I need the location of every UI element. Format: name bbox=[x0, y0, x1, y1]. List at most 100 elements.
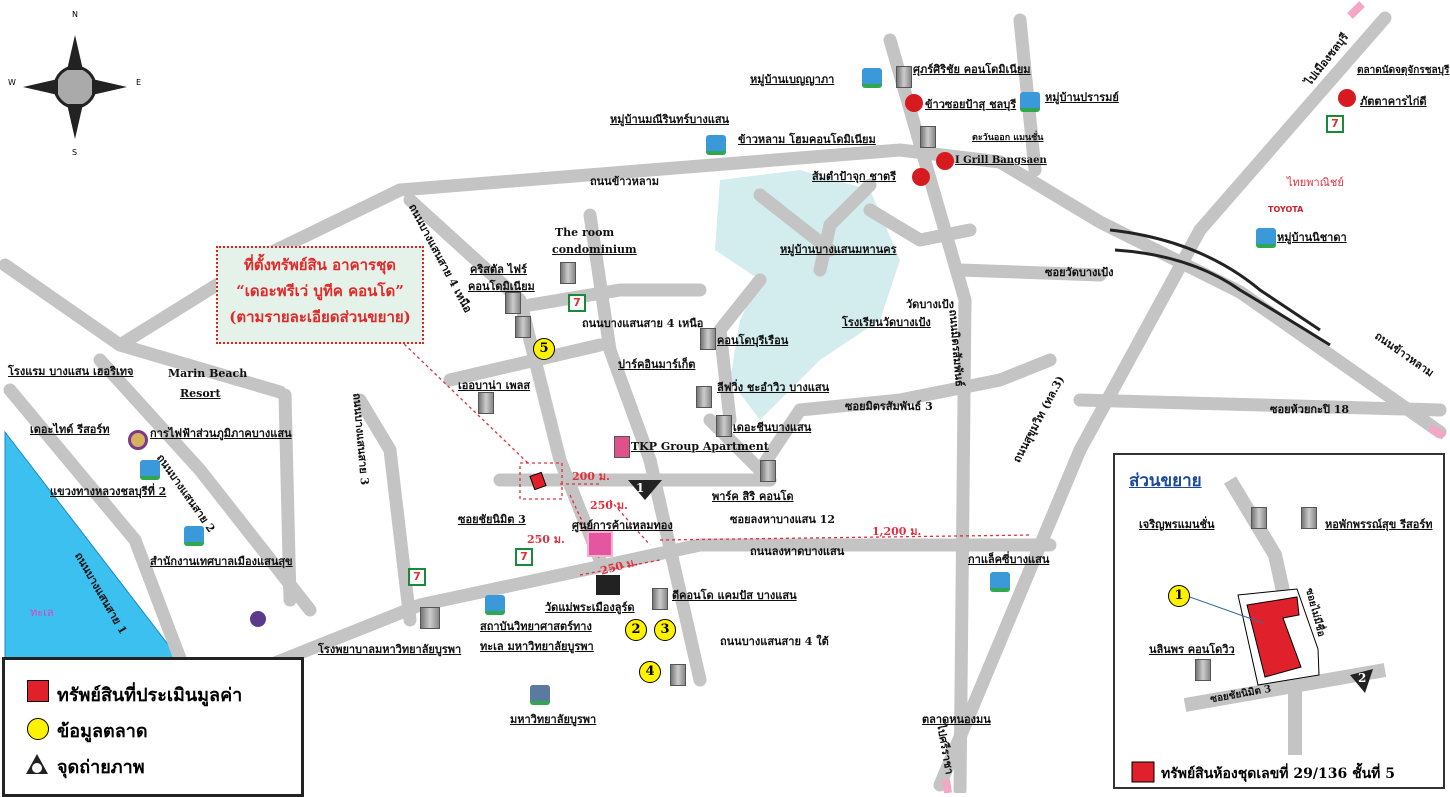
place-wat-mae: วัดแม่พระเมืองลูร์ด bbox=[545, 601, 635, 614]
place-d-condo: ดีคอนโด แคมปัส บางแสน bbox=[672, 589, 797, 602]
inset-enlargement: ส่วนขยาย เจริญพรแมนชั่น หอพักพรรณ์สุข รี… bbox=[1113, 453, 1445, 789]
distance-label: 250 ม. bbox=[527, 533, 565, 546]
road-long-hat: ถนนลงหาดบางแสน bbox=[750, 545, 845, 558]
place-crystal-1: คริสตัล ไฟร์ bbox=[470, 263, 527, 276]
government-icon bbox=[140, 460, 160, 480]
road-bangsaen4-north: ถนนบางแสนสาย 4 เหนือ bbox=[582, 317, 704, 330]
distance-label: 200 ม. bbox=[572, 470, 610, 483]
place-khao-soi: ข้าวซอยป้าสุ ชลบุรี bbox=[925, 98, 1017, 111]
place-marine-inst-2: ทะเล มหาวิทยาลัยบูรพา bbox=[480, 640, 594, 653]
compass-w: W bbox=[8, 78, 16, 87]
seven-eleven-icon: 7 bbox=[515, 548, 533, 566]
compass-icon bbox=[23, 35, 127, 139]
callout-line-1: ที่ตั้งทรัพย์สิน อาคารชุด bbox=[243, 256, 397, 274]
seven-eleven-icon: 7 bbox=[1326, 115, 1344, 133]
place-tkp: TKP Group Apartment bbox=[631, 440, 769, 453]
road-soi-huai-kapi18: ซอยห้วยกะปิ 18 bbox=[1270, 403, 1350, 416]
subject-property-marker[interactable] bbox=[529, 471, 547, 491]
place-marine-inst-1: สถาบันวิทยาศาสตร์ทาง bbox=[480, 620, 592, 633]
condo-icon bbox=[505, 292, 521, 314]
inset-market-marker-1[interactable]: 1 bbox=[1168, 585, 1190, 607]
place-benyapha: หมู่บ้านเบญญาภา bbox=[750, 73, 835, 86]
road-soi-chainimit3: ซอยชัยนิมิต 3 bbox=[458, 513, 526, 526]
condo-icon bbox=[478, 392, 494, 414]
condo-icon bbox=[700, 328, 716, 350]
place-hospital: โรงพยาบาลมหาวิทยาลัยบูรพา bbox=[318, 643, 462, 656]
distance-label: 250 ม. bbox=[590, 499, 628, 512]
place-sea-view: ลีฟวิ่ง ชะอำวิว บางแสน bbox=[717, 381, 830, 394]
condo-icon bbox=[696, 386, 712, 408]
legend-subject: ทรัพย์สินที่ประเมินมูลค่า bbox=[57, 685, 243, 706]
subject-location-callout: ที่ตั้งทรัพย์สิน อาคารชุด “เดอะพรีเว่ บู… bbox=[216, 246, 424, 344]
market-data-marker-2[interactable]: 2 bbox=[625, 619, 647, 641]
place-khaolam-home: ข้าวหลาม โฮมคอนโดมิเนียม bbox=[738, 133, 876, 146]
compass-s: S bbox=[72, 148, 78, 157]
pea-icon bbox=[128, 430, 148, 450]
restaurant-icon bbox=[912, 168, 930, 186]
restaurant-icon bbox=[1338, 89, 1356, 107]
seven-eleven-icon: 7 bbox=[568, 294, 586, 312]
inset-charoenporn: เจริญพรแมนชั่น bbox=[1139, 518, 1215, 531]
condo-icon bbox=[716, 415, 732, 437]
photo-point-1-icon bbox=[628, 480, 662, 500]
church-icon bbox=[596, 575, 620, 595]
place-park-in: ปาร์คอินมาร์เก็ต bbox=[618, 358, 696, 371]
park-area bbox=[715, 170, 900, 420]
place-sea: ทะเล bbox=[30, 606, 54, 619]
condo-icon bbox=[1195, 659, 1211, 681]
place-buu: มหาวิทยาลัยบูรพา bbox=[510, 713, 597, 726]
market-data-marker-4[interactable]: 4 bbox=[639, 661, 661, 683]
road-bangsaen4-south: ถนนบางแสนสาย 4 ใต้ bbox=[720, 635, 829, 648]
inset-photo-point-2: 2 bbox=[1358, 671, 1367, 685]
condo-icon bbox=[896, 66, 912, 88]
place-the-chin: เดอะชีนบางแสน bbox=[733, 421, 812, 434]
market-data-marker-3[interactable]: 3 bbox=[654, 619, 676, 641]
place-laemthong: ศูนย์การค้าแหลมทอง bbox=[572, 519, 673, 532]
market-data-marker-5[interactable]: 5 bbox=[533, 338, 555, 360]
place-pattakarn: ภัตตาคารไก่ดี bbox=[1360, 95, 1427, 108]
village-icon bbox=[706, 135, 726, 155]
hospital-icon bbox=[420, 607, 440, 629]
place-highway2: แขวงทางหลวงชลบุรีที่ 2 bbox=[50, 485, 167, 498]
condo-icon bbox=[515, 316, 531, 338]
place-talad-nongmon: ตลาดหนองมน bbox=[922, 713, 991, 726]
village-icon bbox=[1020, 92, 1040, 112]
place-nichada: หมู่บ้านนิชาดา bbox=[1277, 231, 1347, 244]
subject-legend-icon bbox=[27, 680, 49, 702]
condo-icon bbox=[670, 664, 686, 686]
place-the-room-1: The room bbox=[555, 226, 615, 239]
place-kalae: กาแล็คซี่บางแสน bbox=[968, 553, 1050, 566]
market-legend-icon bbox=[27, 718, 49, 740]
government-icon bbox=[184, 526, 204, 546]
condo-icon bbox=[1251, 507, 1267, 529]
place-crystal-2: คอนโดมิเนียม bbox=[468, 280, 535, 293]
arrow-chonburi-icon bbox=[1347, 1, 1365, 19]
place-hotel-bangsaen: โรงแรม บางแสน เฮอริเทจ bbox=[8, 365, 134, 378]
place-igrill: I Grill Bangsaen bbox=[955, 155, 1047, 166]
place-talad-nat: ตลาดนัดจตุจักรชลบุรี bbox=[1357, 65, 1450, 76]
place-abana: เออบาน่า เพลส bbox=[458, 379, 531, 392]
map-legend: ทรัพย์สินที่ประเมินมูลค่า ข้อมูลตลาด จุด… bbox=[2, 657, 304, 797]
inset-title: ส่วนขยาย bbox=[1129, 471, 1202, 491]
building-icon bbox=[990, 572, 1010, 592]
callout-line-3: (ตามรายละเอียดส่วนขยาย) bbox=[229, 308, 411, 326]
place-municipal: สำนักงานเทศบาลเมืองแสนสุข bbox=[150, 555, 293, 568]
arrow-east-icon bbox=[1428, 424, 1446, 440]
bank-icon bbox=[248, 609, 268, 629]
place-pea: การไฟฟ้าส่วนภูมิภาคบางแสน bbox=[150, 427, 292, 440]
restaurant-icon bbox=[905, 94, 923, 112]
place-toyota: TOYOTA bbox=[1268, 205, 1304, 214]
road-network bbox=[0, 11, 1447, 793]
place-school-bangpueng: โรงเรียนวัดบางเป้ง bbox=[842, 316, 931, 329]
place-prarom: หมู่บ้านปรารมย์ bbox=[1045, 91, 1119, 104]
place-park-siri: พาร์ค สิริ คอนโด bbox=[712, 490, 794, 503]
distance-label: 1,200 ม. bbox=[872, 525, 922, 538]
apartment-icon bbox=[614, 436, 630, 458]
condo-icon bbox=[1301, 507, 1317, 529]
inset-nalinporn: นลินพร คอนโดวิว bbox=[1149, 643, 1235, 656]
place-marin-1: Marin Beach bbox=[168, 367, 248, 380]
road-soi-wat-bangpueng: ซอยวัดบางเป้ง bbox=[1045, 266, 1114, 279]
university-icon bbox=[530, 685, 550, 705]
road-soi-mitsamphan3: ซอยมิตรสัมพันธ์ 3 bbox=[845, 400, 933, 413]
place-tawan-ok: ตะวันออก แมนชั่น bbox=[972, 133, 1044, 143]
